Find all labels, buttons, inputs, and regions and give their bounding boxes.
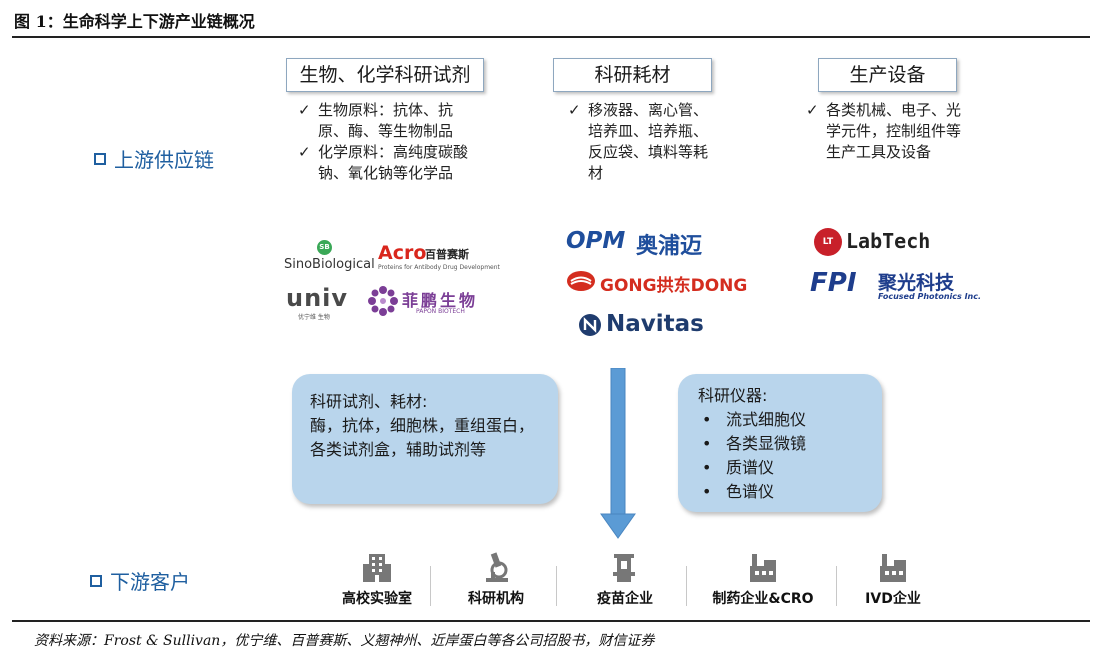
bubble-body: 酶，抗体，细胞株，重组蛋白，各类试剂盒，辅助试剂等	[310, 416, 535, 459]
customer-label: 制药企业&CRO	[712, 591, 814, 607]
opm-logo: OPM 奥浦迈	[566, 228, 716, 259]
gong-dong-logo: GONG拱东DONG	[566, 268, 747, 296]
customer-research-institute: 科研机构	[444, 550, 548, 608]
upstream-label-text: 上游供应链	[114, 148, 214, 172]
list-item: ✓ 各类机械、电子、光学元件，控制组件等生产工具及设备	[806, 100, 966, 163]
check-icon: ✓	[298, 143, 311, 161]
customer-vaccine-company: 疫苗企业	[572, 550, 678, 608]
list-item-text: 化学原料：高纯度碳酸钠、氧化钠等化学品	[318, 143, 469, 182]
check-icon: ✓	[298, 101, 311, 119]
instruments-bubble: 科研仪器: • 流式细胞仪 • 各类显微镜 • 质谱仪 • 色谱仪	[678, 374, 882, 512]
navitas-logo: Navitas	[578, 310, 708, 342]
acro-logo-sub: Proteins for Antibody Drug Development	[378, 264, 500, 271]
factory-icon	[750, 554, 776, 582]
consumables-checklist: ✓ 移液器、离心管、培养皿、培养瓶、反应袋、填料等耗材	[568, 100, 712, 184]
bullet-icon: •	[702, 458, 712, 477]
customer-university-lab: 高校实验室	[324, 550, 430, 608]
source-note: 资料来源：Frost & Sullivan，优宁维、百普赛斯、义翘神州、近岸蛋白…	[34, 633, 655, 649]
reagents-consumables-bubble: 科研试剂、耗材: 酶，抗体，细胞株，重组蛋白，各类试剂盒，辅助试剂等	[292, 374, 558, 504]
downstream-label-text: 下游客户	[110, 570, 190, 594]
customer-label: 高校实验室	[342, 591, 412, 607]
papon-logo-cn: 菲鹏生物	[402, 291, 479, 310]
labtech-logo: LT LabTech	[814, 226, 964, 258]
square-bullet-icon	[90, 574, 102, 587]
fpi-logo-cn: 聚光科技	[878, 272, 955, 294]
source-rule	[12, 620, 1090, 622]
list-item: ✓ 化学原料：高纯度碳酸钠、氧化钠等化学品	[298, 142, 478, 184]
customer-pharma-cro: 制药企业&CRO	[700, 550, 826, 608]
acro-logo-text: Acro	[378, 242, 427, 264]
separator	[430, 566, 431, 606]
sino-biological-logo: SB SinoBiological	[284, 240, 376, 274]
check-icon: ✓	[806, 101, 819, 119]
bubble-title: 科研试剂、耗材:	[310, 392, 428, 411]
square-bullet-icon	[94, 152, 106, 165]
list-item: • 色谱仪	[698, 480, 862, 504]
list-item-text: 生物原料：抗体、抗原、酶、等生物制品	[318, 101, 454, 140]
acro-logo: Acro 百普赛斯 Proteins for Antibody Drug Dev…	[378, 242, 500, 274]
separator	[686, 566, 687, 606]
separator	[556, 566, 557, 606]
bullet-icon: •	[702, 434, 712, 453]
list-item-text: 各类机械、电子、光学元件，控制组件等生产工具及设备	[826, 101, 962, 161]
papon-logo: 菲鹏生物 PAPON BIOTECH	[366, 284, 478, 320]
sino-logo-text: SinoBiological	[284, 257, 375, 272]
bullet-icon: •	[702, 410, 712, 429]
fpi-logo: FPI 聚光科技 Focused Photonics Inc.	[810, 268, 982, 304]
down-arrow-icon	[600, 368, 636, 539]
figure-title: 图 1：生命科学上下游产业链概况	[14, 12, 255, 31]
univ-logo-text: univ	[286, 284, 349, 312]
list-item: • 流式细胞仪	[698, 408, 862, 432]
downstream-label: 下游客户	[90, 566, 190, 595]
category-box-reagents: 生物、化学科研试剂	[286, 58, 484, 92]
list-item: • 各类显微镜	[698, 432, 862, 456]
list-item-text: 各类显微镜	[726, 434, 807, 453]
building-icon	[363, 554, 391, 582]
title-rule	[12, 36, 1090, 38]
customer-ivd-company: IVD企业	[852, 550, 934, 608]
acro-logo-cn: 百普赛斯	[425, 248, 469, 261]
bullet-icon: •	[702, 482, 712, 501]
bubble-title: 科研仪器:	[698, 386, 768, 405]
vaccine-icon	[613, 554, 635, 582]
opm-logo-text: OPM	[566, 228, 626, 254]
list-item-text: 质谱仪	[726, 458, 775, 477]
list-item: ✓ 生物原料：抗体、抗原、酶、等生物制品	[298, 100, 478, 142]
microscope-icon	[486, 552, 508, 582]
fpi-logo-text: FPI	[810, 268, 857, 298]
fpi-logo-en: Focused Photonics Inc.	[878, 292, 982, 301]
list-item-text: 移液器、离心管、培养皿、培养瓶、反应袋、填料等耗材	[588, 101, 709, 182]
list-item: ✓ 移液器、离心管、培养皿、培养瓶、反应袋、填料等耗材	[568, 100, 712, 184]
reagents-checklist: ✓ 生物原料：抗体、抗原、酶、等生物制品 ✓ 化学原料：高纯度碳酸钠、氧化钠等化…	[298, 100, 478, 184]
navitas-logo-text: Navitas	[606, 311, 704, 337]
customer-label: 科研机构	[468, 591, 524, 607]
list-item-text: 色谱仪	[726, 482, 775, 501]
separator	[836, 566, 837, 606]
opm-logo-cn: 奥浦迈	[636, 234, 703, 259]
papon-flower-icon	[368, 286, 398, 316]
univ-logo: univ 优宁维 生物	[284, 284, 354, 321]
gong-dong-emblem-icon	[567, 271, 595, 291]
list-item: • 质谱仪	[698, 456, 862, 480]
factory-icon	[880, 554, 906, 582]
gong-dong-logo-text: GONG拱东DONG	[600, 276, 748, 296]
equipment-checklist: ✓ 各类机械、电子、光学元件，控制组件等生产工具及设备	[806, 100, 966, 163]
check-icon: ✓	[568, 101, 581, 119]
list-item-text: 流式细胞仪	[726, 410, 807, 429]
customer-label: 疫苗企业	[597, 591, 653, 607]
category-box-equipment: 生产设备	[818, 58, 957, 92]
customer-label: IVD企业	[865, 591, 921, 607]
labtech-badge: LT	[814, 228, 842, 256]
univ-logo-sub: 优宁维 生物	[298, 314, 330, 321]
labtech-logo-text: LabTech	[846, 229, 931, 253]
papon-logo-en: PAPON BIOTECH	[416, 308, 465, 315]
sino-badge: SB	[317, 240, 332, 255]
upstream-label: 上游供应链	[94, 144, 214, 173]
navitas-n-icon	[579, 314, 601, 336]
category-box-consumables: 科研耗材	[553, 58, 712, 92]
